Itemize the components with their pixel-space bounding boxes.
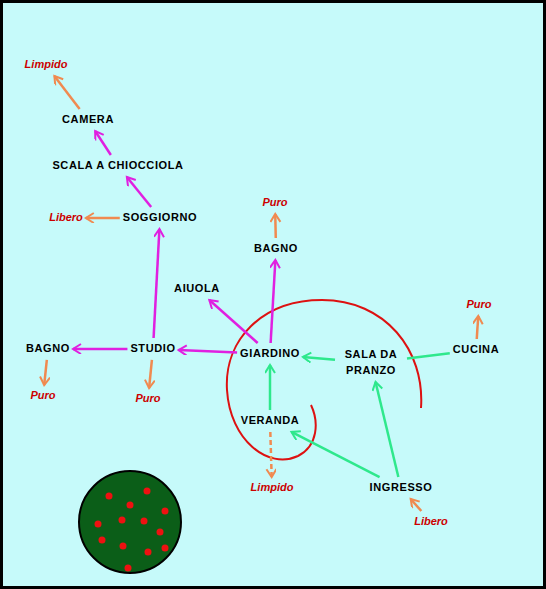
quality-label: Libero	[414, 514, 448, 530]
fruit-dot	[106, 493, 113, 500]
room-label: SOGGIORNO	[123, 210, 197, 226]
room-label: INGRESSO	[370, 480, 433, 496]
node-text: STUDIO	[130, 341, 175, 357]
connector-arrow	[149, 360, 152, 388]
connector-arrow	[376, 382, 399, 477]
connector-arrow	[291, 432, 379, 477]
quality-label: Puro	[262, 195, 287, 211]
room-label: GIARDINO	[240, 346, 300, 362]
quality-label: Libero	[49, 210, 83, 226]
connector-arrow	[271, 260, 276, 343]
quality-label: Limpido	[251, 480, 294, 496]
room-label: SCALA A CHIOCCIOLA	[52, 158, 183, 174]
connector-arrow	[407, 353, 450, 358]
connector-arrow	[44, 360, 47, 385]
connector-arrow	[154, 229, 160, 338]
node-text: Puro	[30, 388, 55, 404]
spiral-curve	[227, 300, 421, 459]
quality-label: Puro	[466, 297, 491, 313]
node-text: Limpido	[25, 57, 68, 73]
connector-arrow	[274, 214, 277, 238]
connector-arrow	[54, 76, 79, 109]
connector-arrow	[86, 217, 120, 220]
node-text: VERANDA	[241, 413, 300, 429]
connector-arrow	[303, 357, 335, 360]
quality-label: Limpido	[25, 57, 68, 73]
connector-arrow	[209, 300, 257, 343]
node-text: CAMERA	[62, 112, 114, 128]
room-label: BAGNO	[26, 341, 70, 357]
room-label: AIUOLA	[174, 281, 220, 297]
node-text: BAGNO	[254, 241, 298, 257]
fruit-dot	[99, 537, 106, 544]
node-text: Libero	[49, 210, 83, 226]
tree-symbol	[79, 471, 181, 573]
node-text: SALA DA PRANZO	[338, 347, 404, 379]
node-text: CUCINA	[453, 342, 499, 358]
fruit-dot	[125, 565, 132, 572]
tree-fruits	[95, 488, 169, 572]
tree-crown	[79, 471, 181, 573]
node-text: SCALA A CHIOCCIOLA	[52, 158, 183, 174]
node-text: Puro	[135, 391, 160, 407]
connector-arrow	[127, 177, 151, 207]
connector-arrow	[95, 131, 111, 155]
room-label: VERANDA	[241, 413, 300, 429]
room-label: SALA DA PRANZO	[338, 347, 404, 379]
fruit-dot	[120, 543, 127, 550]
room-label: CAMERA	[62, 112, 114, 128]
quality-label: Puro	[30, 388, 55, 404]
connector-arrow	[411, 499, 422, 511]
connector-arrow	[73, 348, 127, 351]
room-label: BAGNO	[254, 241, 298, 257]
room-label: STUDIO	[130, 341, 175, 357]
node-text: GIARDINO	[240, 346, 300, 362]
fruit-dot	[119, 517, 126, 524]
node-text: AIUOLA	[174, 281, 220, 297]
connector-arrow	[270, 432, 271, 477]
fruit-dot	[162, 508, 169, 515]
fruit-dot	[144, 488, 151, 495]
node-text: SOGGIORNO	[123, 210, 197, 226]
room-label: CUCINA	[453, 342, 499, 358]
fruit-dot	[145, 549, 152, 556]
fruit-dot	[157, 529, 164, 536]
connector-arrow	[179, 350, 238, 353]
node-text: Limpido	[251, 480, 294, 496]
fruit-dot	[95, 521, 102, 528]
node-text: Libero	[414, 514, 448, 530]
node-text: Puro	[466, 297, 491, 313]
node-text: Puro	[262, 195, 287, 211]
quality-label: Puro	[135, 391, 160, 407]
fruit-dot	[141, 518, 148, 525]
connector-arrow	[269, 365, 272, 410]
connector-arrow	[477, 316, 479, 339]
node-text: BAGNO	[26, 341, 70, 357]
node-text: INGRESSO	[370, 480, 433, 496]
fruit-dot	[127, 502, 134, 509]
fruit-dot	[162, 545, 169, 552]
